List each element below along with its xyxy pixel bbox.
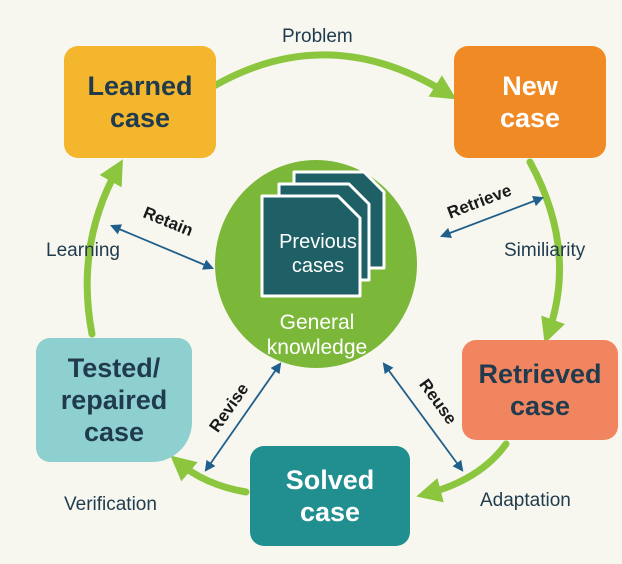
solved-case-line1: Solved — [285, 465, 375, 495]
connector-retrieve — [439, 196, 545, 238]
general-knowledge-line2: knowledge — [266, 336, 368, 359]
solved-case-line2: case — [299, 497, 361, 527]
connector-retain — [110, 224, 214, 270]
new-case-line2: case — [499, 103, 561, 133]
learning-label: Learning — [46, 240, 120, 261]
connector-reuse — [382, 362, 464, 472]
previous-cases-line1: Previous — [279, 231, 357, 253]
verification-label: Verification — [64, 494, 157, 515]
tested-repaired-case-box: Tested/ repaired case — [36, 338, 192, 462]
new-case-line1: New — [502, 71, 558, 101]
retrieved-case-box: Retrieved case — [462, 340, 618, 440]
tested-case-line3: case — [83, 417, 145, 447]
cycle-arrow-verification — [170, 455, 250, 496]
connector-revise — [204, 362, 282, 472]
similarity-label: Similiarity — [504, 240, 586, 261]
problem-label: Problem — [282, 26, 353, 47]
learned-case-line1: Learned — [87, 71, 193, 101]
cycle-arrow-problem — [210, 51, 457, 100]
previous-cases-line2: cases — [291, 255, 345, 277]
new-case-box: New case — [454, 46, 606, 158]
tested-case-line1: Tested/ — [67, 353, 161, 383]
cycle-arrow-learning — [83, 159, 123, 338]
previous-cases-label: Previous cases — [264, 230, 372, 278]
tested-case-line2: repaired — [60, 385, 168, 415]
retrieved-case-line1: Retrieved — [478, 359, 602, 389]
general-knowledge-label: General knowledge — [222, 310, 412, 360]
learned-case-box: Learned case — [64, 46, 216, 158]
adaptation-label: Adaptation — [480, 490, 571, 511]
cycle-arrow-similarity — [526, 158, 565, 344]
learned-case-line2: case — [109, 103, 171, 133]
cycle-arrow-adaptation — [416, 440, 510, 503]
solved-case-box: Solved case — [250, 446, 410, 546]
general-knowledge-line1: General — [279, 311, 355, 334]
retrieved-case-line2: case — [509, 391, 571, 421]
